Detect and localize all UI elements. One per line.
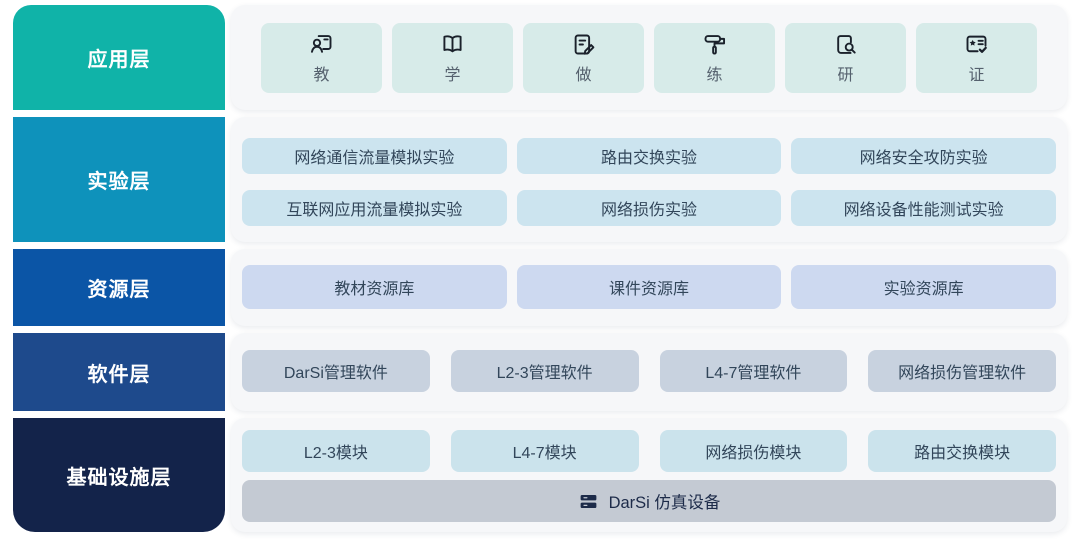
layer-software: 软件层 (13, 333, 225, 411)
module-box: L2-3模块 (242, 430, 430, 472)
app-box-label: 练 (706, 66, 723, 84)
experiment-box: 互联网应用流量模拟实验 (242, 190, 507, 226)
experiment-box: 网络设备性能测试实验 (791, 190, 1057, 226)
software-layer-card: DarSi管理软件 L2-3管理软件 L4-7管理软件 网络损伤管理软件 (231, 333, 1067, 411)
experiment-row-2: 互联网应用流量模拟实验 网络损伤实验 网络设备性能测试实验 (242, 190, 1057, 226)
layer-resource-label: 资源层 (87, 279, 151, 301)
app-box-practice: 练 (654, 22, 775, 93)
layer-application-label: 应用层 (87, 49, 151, 71)
layer-experiment-label: 实验层 (87, 171, 151, 193)
teach-icon (308, 31, 335, 58)
layer-content-column: 教 学 (231, 5, 1067, 532)
app-box-label: 教 (313, 66, 330, 84)
experiment-box: 网络损伤实验 (516, 190, 782, 226)
app-box-teach: 教 (261, 22, 382, 93)
learn-icon (439, 31, 466, 58)
module-row: L2-3模块 L4-7模块 网络损伤模块 路由交换模块 (242, 430, 1056, 472)
server-icon (578, 491, 599, 512)
layer-label-column: 应用层 实验层 资源层 软件层 基础设施层 (13, 5, 225, 532)
experiment-box: 路由交换实验 (516, 138, 782, 174)
app-box-label: 学 (444, 66, 461, 84)
resource-layer-card: 教材资源库 课件资源库 实验资源库 (231, 249, 1067, 326)
layer-infrastructure-label: 基础设施层 (66, 466, 172, 489)
app-box-label: 做 (575, 66, 592, 84)
layer-software-label: 软件层 (87, 363, 151, 386)
app-box-certify: 证 (916, 22, 1037, 93)
app-box-label: 证 (968, 66, 985, 84)
experiment-box: 网络安全攻防实验 (791, 138, 1057, 174)
infrastructure-layer-card: L2-3模块 L4-7模块 网络损伤模块 路由交换模块 DarSi (231, 418, 1067, 532)
app-box-label: 研 (837, 66, 854, 84)
module-box: L4-7模块 (450, 430, 639, 472)
software-box: 网络损伤管理软件 (868, 350, 1056, 392)
software-box: L4-7管理软件 (659, 350, 848, 392)
certify-icon (963, 31, 990, 58)
layer-experiment: 实验层 (13, 117, 225, 242)
module-box: 路由交换模块 (868, 430, 1056, 472)
software-box: DarSi管理软件 (242, 350, 430, 392)
experiment-box: 网络通信流量模拟实验 (242, 138, 507, 174)
experiment-row-1: 网络通信流量模拟实验 路由交换实验 网络安全攻防实验 (242, 138, 1057, 174)
device-bar-label: DarSi 仿真设备 (608, 494, 721, 512)
layer-infrastructure: 基础设施层 (13, 418, 225, 532)
resource-box: 教材资源库 (242, 265, 507, 309)
app-box-do: 做 (523, 22, 644, 93)
diagram-body: 应用层 实验层 资源层 软件层 基础设施层 (13, 5, 1067, 532)
practice-icon (701, 31, 728, 58)
layer-application: 应用层 (13, 5, 225, 110)
module-box: 网络损伤模块 (659, 430, 848, 472)
resource-box: 课件资源库 (516, 265, 782, 309)
do-icon (570, 31, 597, 58)
app-box-research: 研 (785, 22, 906, 93)
software-box: L2-3管理软件 (450, 350, 639, 392)
application-layer-card: 教 学 (231, 5, 1067, 110)
layer-resource: 资源层 (13, 249, 225, 326)
resource-box: 实验资源库 (791, 265, 1057, 309)
experiment-layer-card: 网络通信流量模拟实验 路由交换实验 网络安全攻防实验 互联网应用流量模拟实验 网… (231, 117, 1067, 242)
device-bar: DarSi 仿真设备 (242, 480, 1056, 522)
app-box-learn: 学 (392, 22, 513, 93)
research-icon (832, 31, 859, 58)
